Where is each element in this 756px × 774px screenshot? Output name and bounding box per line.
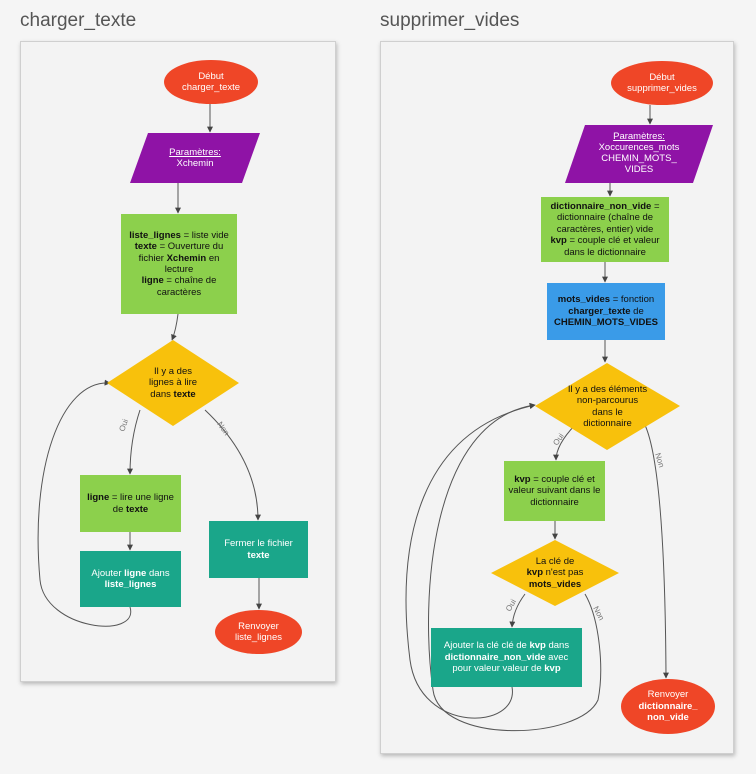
left-params-label: Paramètres: xyxy=(169,146,221,158)
left-init-text3: en lecture xyxy=(164,252,220,275)
left-return-line2: liste_lignes xyxy=(235,632,282,643)
right-cond1-node[interactable]: Il y a des éléments non-parcourus dans l… xyxy=(535,363,680,450)
left-params-value: Xchemin xyxy=(176,158,214,169)
left-cond-var: texte xyxy=(173,388,196,400)
left-close-var: texte xyxy=(247,549,270,561)
edge-r-cond2-add xyxy=(509,593,526,628)
right-add-text: Ajouter la clé clé de xyxy=(443,640,530,652)
edge-cond-read xyxy=(127,409,141,475)
right-start-line1: Début xyxy=(649,71,675,83)
right-next-text: = couple clé et valeur suivant dans le d… xyxy=(508,473,601,508)
right-init-var2: kvp xyxy=(550,235,567,247)
right-add-text2: dans xyxy=(545,640,570,652)
right-add-var: kvp xyxy=(529,640,546,652)
right-cond2-var2: mots_vides xyxy=(528,578,582,590)
left-close-text: Fermer le fichier xyxy=(224,538,293,550)
left-return-line1: Renvoyer xyxy=(238,620,279,632)
edge-r-add-loop xyxy=(405,403,536,719)
edge-r-cond1-ret xyxy=(644,424,669,679)
right-return-line1: Renvoyer xyxy=(647,689,689,701)
left-init-text2: = Ouverture du fichier xyxy=(138,241,224,264)
left-params-node[interactable]: Paramètres:Xchemin xyxy=(130,133,260,183)
left-init-var3: Xchemin xyxy=(166,252,207,264)
right-call-node[interactable]: mots_vides = fonction charger_texte de C… xyxy=(547,283,665,340)
right-call-func: charger_texte xyxy=(568,305,631,317)
right-call-text: = fonction xyxy=(610,294,655,306)
right-cond2-text2: n'est pas xyxy=(543,567,584,579)
left-add-text2: dans xyxy=(146,567,170,579)
left-init-text4: = chaîne de caractères xyxy=(156,275,217,298)
left-add-var: ligne xyxy=(124,567,147,579)
right-add-var3: kvp xyxy=(544,663,561,675)
edge-init-cond xyxy=(171,313,179,341)
right-add-text3: avec pour valeur valeur de xyxy=(452,651,569,675)
left-init-text1: = liste vide xyxy=(180,229,229,241)
left-init-var4: ligne xyxy=(141,275,164,287)
right-call-arg: CHEMIN_MOTS_VIDES xyxy=(554,317,658,329)
right-start-line2: supprimer_vides xyxy=(627,83,697,94)
edge-r-cond2-loop xyxy=(428,402,602,732)
right-add-var2: dictionnaire_non_vide xyxy=(444,651,546,663)
right-init-var1: dictionnaire_non_vide xyxy=(550,201,652,213)
right-return-line2: dictionnaire_ xyxy=(638,700,698,712)
right-params-value2: CHEMIN_MOTS_ xyxy=(601,153,677,164)
left-cond-node[interactable]: Il y a des lignes à lire dans texte xyxy=(107,340,239,426)
right-init-text1: = dictionnaire (chaîne de caractères, en… xyxy=(556,201,660,235)
left-init-var2: texte xyxy=(134,241,157,253)
right-return-line3: non_vide xyxy=(647,712,689,724)
right-frame-title: supprimer_vides xyxy=(380,10,520,31)
right-no1-label: Non xyxy=(653,452,666,469)
right-params-value1: Xoccurences_mots xyxy=(598,142,680,154)
left-init-var1: liste_lignes xyxy=(129,229,181,241)
left-frame-title: charger_texte xyxy=(20,10,137,31)
right-init-text2: = couple clé et valeur dans le dictionna… xyxy=(564,235,660,258)
right-cond2-node[interactable]: La clé de kvp n'est pas mots_vides xyxy=(491,540,619,606)
right-cond2-var: kvp xyxy=(526,567,543,579)
right-init-node[interactable]: dictionnaire_non_vide = dictionnaire (ch… xyxy=(541,197,669,262)
edge-cond-close xyxy=(204,409,261,521)
left-start-line1: Début xyxy=(198,70,224,82)
right-cond1-text: Il y a des éléments non-parcourus dans l… xyxy=(567,383,648,429)
right-cond2-text: La clé de xyxy=(535,555,575,567)
left-read-var2: texte xyxy=(126,503,149,515)
left-read-var: ligne xyxy=(87,492,110,504)
right-call-text2: de xyxy=(630,305,644,317)
right-add-node[interactable]: Ajouter la clé clé de kvp dans dictionna… xyxy=(431,628,582,687)
left-init-node[interactable]: liste_lignes = liste vide texte = Ouvert… xyxy=(121,214,237,314)
right-params-value3: VIDES xyxy=(624,163,654,175)
left-add-text: Ajouter xyxy=(91,567,125,579)
right-next-node[interactable]: kvp = couple clé et valeur suivant dans … xyxy=(504,461,605,521)
left-yes-label: Oui xyxy=(117,418,130,433)
edge-add-loop xyxy=(37,379,132,627)
right-next-var: kvp xyxy=(514,473,531,485)
right-params-label: Paramètres: xyxy=(613,131,665,143)
left-read-node[interactable]: ligne = lire une ligne de texte xyxy=(80,475,181,532)
left-read-text: = lire une ligne de xyxy=(109,492,174,515)
left-start-line2: charger_texte xyxy=(181,82,241,93)
left-cond-text: Il y a des lignes à lire dans xyxy=(148,365,198,400)
left-add-node[interactable]: Ajouter ligne dans liste_lignes xyxy=(80,551,181,607)
left-close-node[interactable]: Fermer le fichier texte xyxy=(209,521,308,578)
right-call-var: mots_vides xyxy=(557,294,611,306)
left-add-var2: liste_lignes xyxy=(104,579,157,590)
